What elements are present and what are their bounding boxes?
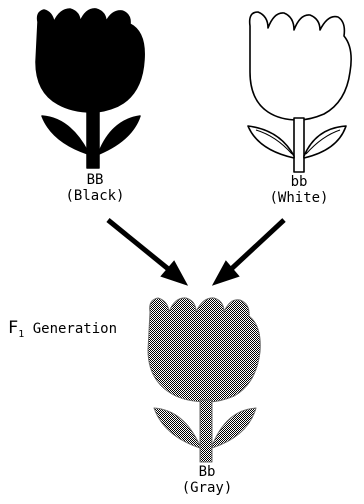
white-tulip-head — [250, 12, 351, 120]
black-phenotype: (Black) — [50, 188, 140, 204]
gray-phenotype: (Gray) — [162, 480, 252, 496]
white-phenotype: (White) — [254, 190, 344, 206]
white-tulip-left-leaf — [248, 126, 294, 158]
gray-tulip-stem — [200, 400, 212, 462]
arrow-left-to-center — [108, 220, 186, 284]
black-tulip-stem — [87, 110, 99, 168]
black-tulip-left-leaf — [42, 116, 88, 154]
generation-label: F1 Generation — [8, 318, 117, 338]
offspring-label: Bb (Gray) — [162, 464, 252, 496]
black-tulip-right-leaf — [99, 116, 140, 154]
white-tulip — [248, 12, 351, 172]
generation-subscript: 1 — [18, 329, 24, 340]
gray-tulip — [148, 298, 260, 462]
parent-white-label: bb (White) — [254, 174, 344, 206]
white-tulip-right-leaf — [304, 126, 346, 158]
white-genotype: bb — [254, 174, 344, 190]
gray-genotype: Bb — [162, 464, 252, 480]
black-genotype: BB — [50, 172, 140, 188]
gray-tulip-left-leaf — [154, 408, 200, 448]
gray-tulip-right-leaf — [212, 408, 256, 448]
black-tulip — [36, 9, 144, 168]
gray-tulip-head — [148, 298, 260, 402]
parent-black-label: BB (Black) — [50, 172, 140, 204]
generation-letter: F — [8, 318, 18, 338]
black-tulip-head — [36, 9, 144, 112]
arrow-right-to-center — [214, 220, 284, 284]
white-tulip-stem — [294, 118, 304, 172]
generation-text: Generation — [33, 321, 117, 337]
